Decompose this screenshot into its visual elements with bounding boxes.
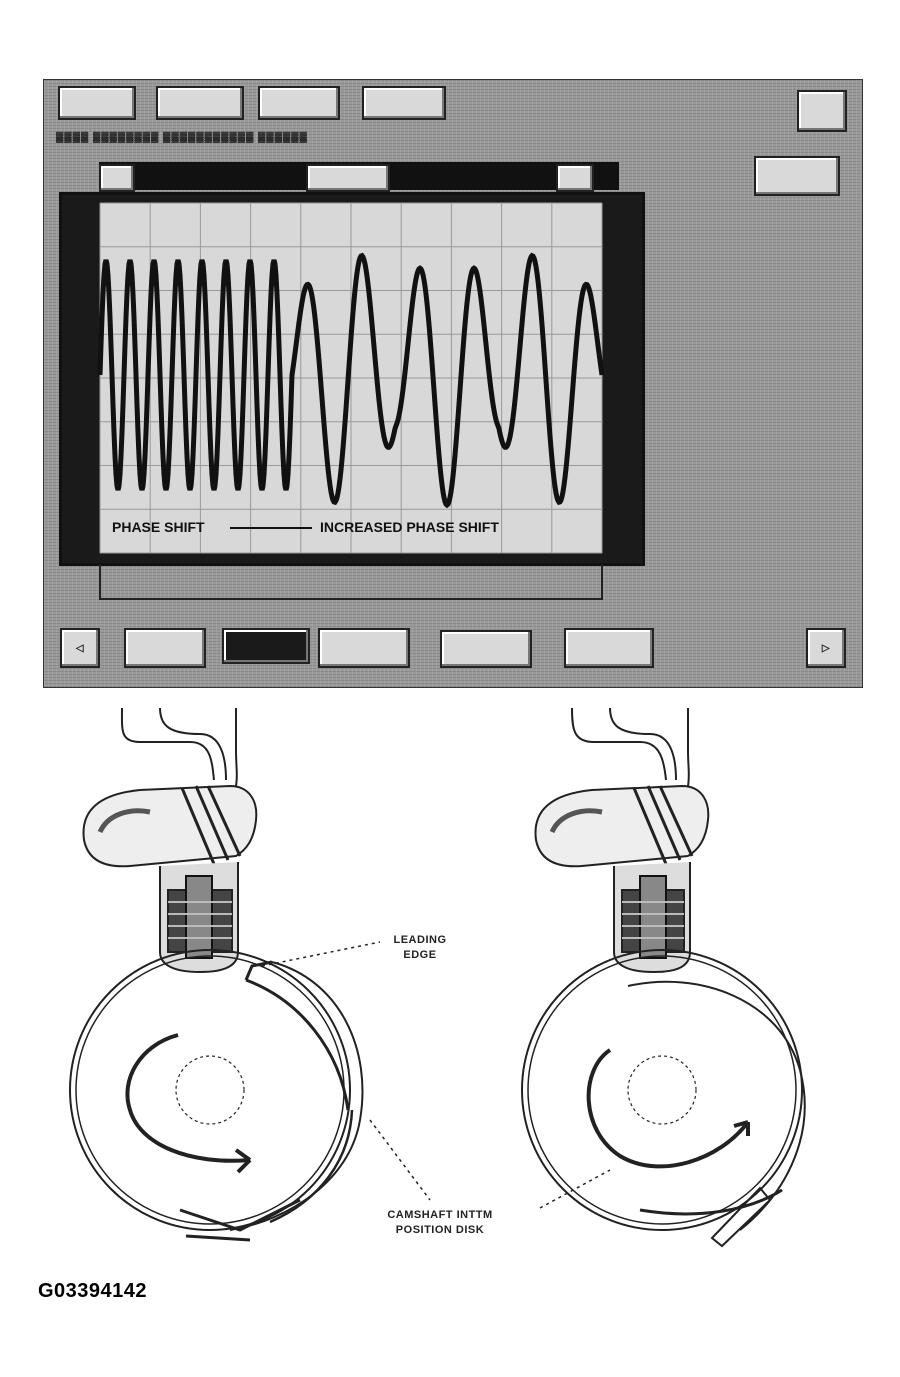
bottom-button-2[interactable] [222,628,310,664]
channel-select-button[interactable] [306,164,390,192]
leading-edge-label: LEADING EDGE [380,933,460,963]
toolbar-button-4[interactable] [362,86,446,120]
oscilloscope-screen: ▓▓▓▓ ▓▓▓▓▓▓▓▓ ▓▓▓▓▓▓▓▓▓▓▓ ▓▓▓▓▓▓ PHASE S… [43,79,863,688]
next-arrow-button[interactable]: ▷ [806,628,846,668]
time-scale [99,564,603,600]
position-disk-label-line2: POSITION DISK [395,1224,485,1236]
position-disk-label: CAMSHAFT INTTM POSITION DISK [350,1208,530,1238]
right-sensor-assembly [521,707,806,1248]
position-disk-label-line1: CAMSHAFT INTTM [387,1209,493,1221]
leading-edge-label-line1: LEADING [393,934,447,946]
bottom-button-1[interactable] [124,628,206,668]
side-button[interactable] [754,156,840,196]
corner-button[interactable] [797,90,847,132]
channel-right-button[interactable] [556,164,594,192]
leading-edge-label-line2: EDGE [403,949,437,961]
toolbar-button-3[interactable] [258,86,340,120]
toolbar-button-2[interactable] [156,86,244,120]
bottom-button-5[interactable] [564,628,654,668]
left-sensor-assembly [69,707,431,1242]
figure-id: G03394142 [38,1280,148,1302]
increased-phase-shift-annotation: INCREASED PHASE SHIFT [320,519,499,535]
toolbar-button-1[interactable] [58,86,136,120]
prev-arrow-button[interactable]: ◁ [60,628,100,668]
phase-shift-annotation: PHASE SHIFT [112,519,205,535]
bottom-button-4[interactable] [440,630,532,668]
waveform-trace [97,252,605,509]
channel-left-button[interactable] [99,164,135,192]
waveform-plot: PHASE SHIFT INCREASED PHASE SHIFT [59,192,645,566]
status-line: ▓▓▓▓ ▓▓▓▓▓▓▓▓ ▓▓▓▓▓▓▓▓▓▓▓ ▓▓▓▓▓▓ [56,132,308,143]
bottom-button-3[interactable] [318,628,410,668]
sensor-disk-diagrams [69,707,806,1248]
